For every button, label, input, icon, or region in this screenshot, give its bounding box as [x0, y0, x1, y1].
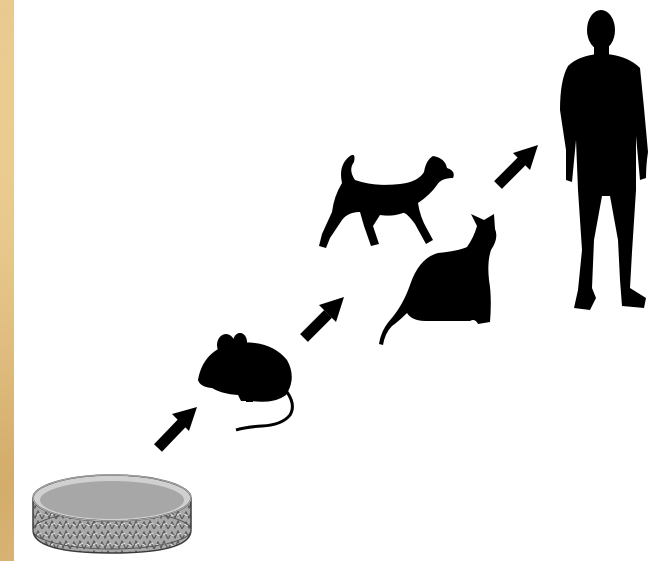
human-icon: [560, 10, 648, 310]
cat-icon: [379, 214, 496, 345]
arrow-icon: [498, 145, 538, 185]
arrow-icon: [158, 407, 197, 448]
mouse-icon: [198, 333, 292, 430]
dog-icon: [319, 155, 454, 248]
petri-dish-icon: [33, 475, 191, 553]
arrow-icon: [304, 297, 344, 338]
